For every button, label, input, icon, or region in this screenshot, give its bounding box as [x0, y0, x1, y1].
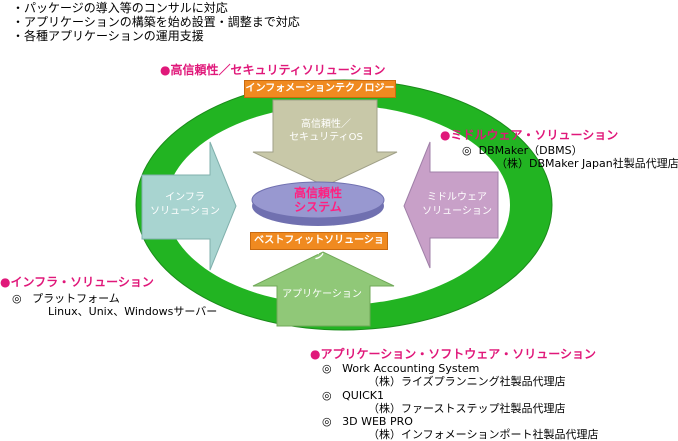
- arrow-top-line2: セキュリティOS: [289, 132, 363, 143]
- arrow-left-label: インフラ ソリューション: [140, 191, 230, 219]
- security-heading: ●高信頼性／セキュリティソリューション: [160, 59, 386, 78]
- bullet-1: ・パッケージの導入等のコンサルに対応: [12, 1, 228, 15]
- bottom-caption: ベストフィットソリューション: [250, 232, 388, 262]
- infra-product: ◎ プラットフォーム: [12, 292, 120, 305]
- double-circle-icon: ◎: [462, 144, 472, 157]
- dot-icon: ●: [0, 275, 11, 289]
- infra-heading: ●インフラ・ソリューション: [0, 271, 154, 290]
- infra-product-name: プラットフォーム: [32, 292, 120, 305]
- dot-icon: ●: [440, 128, 451, 142]
- arrow-right-line2: ソリューション: [422, 206, 492, 217]
- arrow-right-label: ミドルウェア ソリューション: [412, 191, 502, 219]
- arrow-top-label: 高信頼性／ セキュリティOS: [270, 118, 382, 144]
- dot-icon: ●: [160, 63, 171, 77]
- app-product-2: QUICK1: [342, 389, 384, 402]
- middleware-vendor: （株）DBMaker Japan社製品代理店: [496, 157, 678, 170]
- arrow-bottom-label: アプリケーション: [282, 289, 362, 300]
- double-circle-icon: ◎: [322, 415, 332, 428]
- arrow-left-line1: インフラ: [165, 192, 205, 203]
- application-item-2: ◎ QUICK1: [322, 389, 384, 402]
- application-vendor-1: （株）ライズプランニング社製品代理店: [368, 375, 566, 388]
- application-item-1: ◎ Work Accounting System: [322, 362, 479, 375]
- middleware-product: ◎ DBMaker（DBMS）: [462, 144, 583, 157]
- middleware-product-name: DBMaker（DBMS）: [478, 144, 583, 157]
- arrow-left-line2: ソリューション: [150, 206, 220, 217]
- arrow-bottom: [252, 251, 395, 327]
- arrow-right-line1: ミドルウェア: [427, 192, 487, 203]
- center-line1: 高信頼性: [293, 186, 342, 200]
- security-heading-text: 高信頼性／セキュリティソリューション: [170, 63, 386, 77]
- middleware-heading: ●ミドルウェア・ソリューション: [440, 124, 618, 143]
- center-line2: システム: [294, 200, 342, 214]
- center-disc: [251, 181, 385, 219]
- arrow-top: [252, 99, 398, 187]
- application-item-3: ◎ 3D WEB PRO: [322, 415, 413, 428]
- application-heading: ●アプリケーション・ソフトウェア・ソリューション: [310, 343, 596, 362]
- arrow-right: [403, 141, 499, 269]
- double-circle-icon: ◎: [322, 362, 332, 375]
- infra-detail: Linux、Unix、Windowsサーバー: [48, 305, 218, 318]
- double-circle-icon: ◎: [12, 292, 22, 305]
- app-product-1: Work Accounting System: [342, 362, 480, 375]
- double-circle-icon: ◎: [322, 389, 332, 402]
- bullet-2: ・アプリケーションの構築を始め設置・調整まで対応: [12, 15, 300, 29]
- middleware-heading-text: ミドルウェア・ソリューション: [450, 128, 619, 142]
- application-vendor-3: （株）インフォメーションポート社製品代理店: [368, 428, 599, 441]
- app-product-3: 3D WEB PRO: [342, 415, 413, 428]
- application-heading-text: アプリケーション・ソフトウェア・ソリューション: [320, 347, 597, 361]
- arrow-top-line1: 高信頼性／: [301, 119, 351, 130]
- arrow-left: [141, 141, 237, 271]
- center-label: 高信頼性 システム: [268, 186, 368, 214]
- application-vendor-2: （株）ファーストステップ社製品代理店: [368, 402, 566, 415]
- top-caption: インフォメーションテクノロジー: [244, 80, 396, 98]
- bullet-3: ・各種アプリケーションの運用支援: [12, 29, 204, 43]
- dot-icon: ●: [310, 347, 321, 361]
- infra-heading-text: インフラ・ソリューション: [10, 275, 154, 289]
